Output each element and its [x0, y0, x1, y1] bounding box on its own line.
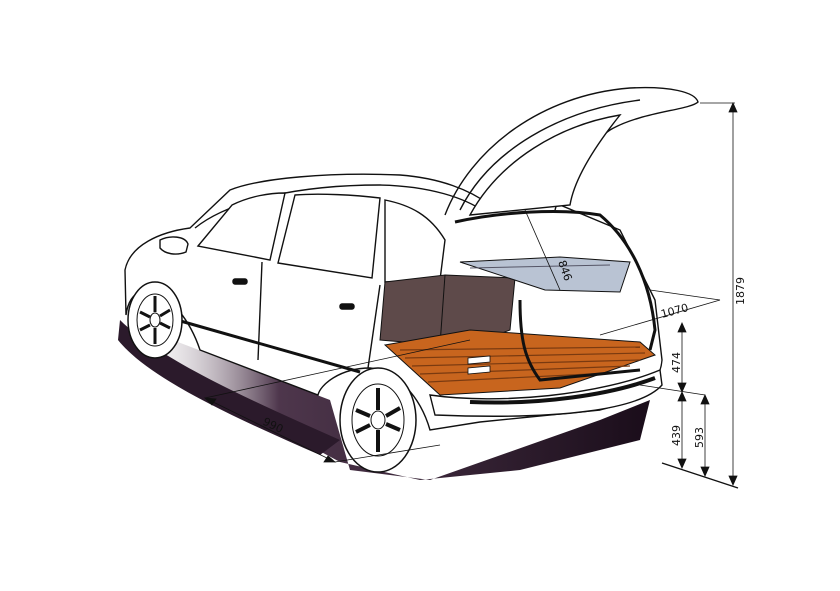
tailgate-open: [444, 86, 699, 216]
label-593: 593: [693, 427, 706, 448]
rear-opening: [454, 210, 657, 382]
rear-bumper: [429, 369, 663, 417]
label-1070: 1070: [659, 301, 689, 321]
rear-wheel: [339, 367, 417, 473]
luggage-floor: [383, 329, 656, 396]
dimension-lines: [203, 102, 739, 489]
label-439: 439: [670, 425, 683, 446]
ground-shadow: [118, 320, 650, 480]
label-474: 474: [670, 352, 683, 373]
parcel-shelf: [459, 256, 631, 293]
front-wheel: [127, 281, 183, 359]
label-1879: 1879: [734, 277, 747, 305]
interior-side-panel: [379, 274, 516, 346]
